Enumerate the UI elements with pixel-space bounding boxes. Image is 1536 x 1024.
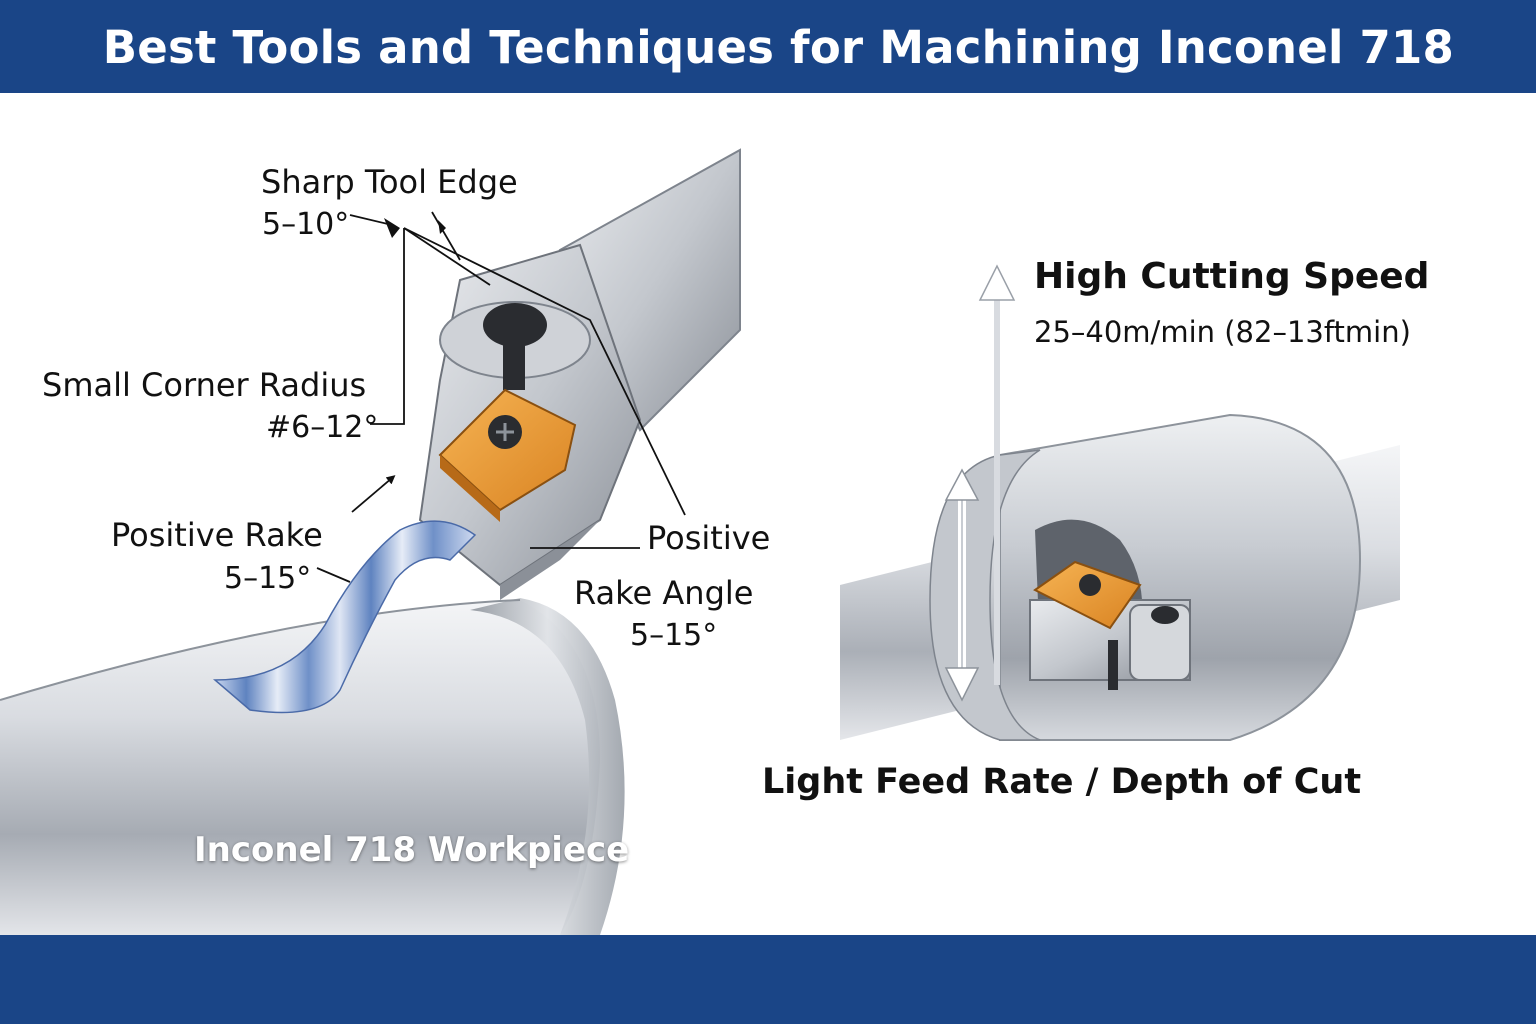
corner-radius-label: Small Corner Radius <box>42 366 367 404</box>
page-title: Best Tools and Techniques for Machining … <box>102 21 1454 74</box>
rake-angle-label: Rake Angle <box>574 574 754 612</box>
leader-lines <box>316 211 686 583</box>
carbide-insert-icon <box>438 388 577 522</box>
feed-rate-label: Light Feed Rate / Depth of Cut <box>762 762 1362 802</box>
sharp-edge-pointer <box>384 218 400 238</box>
positive-rake-angle: 5–15° <box>224 561 312 596</box>
positive-rake-label: Positive Rake <box>111 516 323 554</box>
workpiece-label: Inconel 718 Workpiece <box>194 830 630 870</box>
footer-banner <box>0 935 1536 1024</box>
metal-chip-icon <box>212 520 477 714</box>
sharp-edge-pointer-2 <box>438 220 446 234</box>
rake-angle-value: 5–15° <box>630 618 718 653</box>
double-arrow-icon <box>944 468 980 702</box>
small-insert-icon <box>1033 560 1142 630</box>
illustration <box>0 148 1400 935</box>
header-banner <box>0 0 1536 93</box>
workpiece-bar-icon <box>0 598 625 935</box>
arrow-up-icon <box>978 264 1016 685</box>
sharp-edge-label: Sharp Tool Edge <box>261 163 518 201</box>
speed-value: 25–40m/min (82–13ftmin) <box>1034 315 1411 349</box>
high-speed-label: High Cutting Speed <box>1034 256 1430 297</box>
corner-radius-angle: #6–12° <box>266 410 379 445</box>
positive-label: Positive <box>647 519 771 557</box>
sharp-edge-angle: 5–10° <box>262 207 350 242</box>
